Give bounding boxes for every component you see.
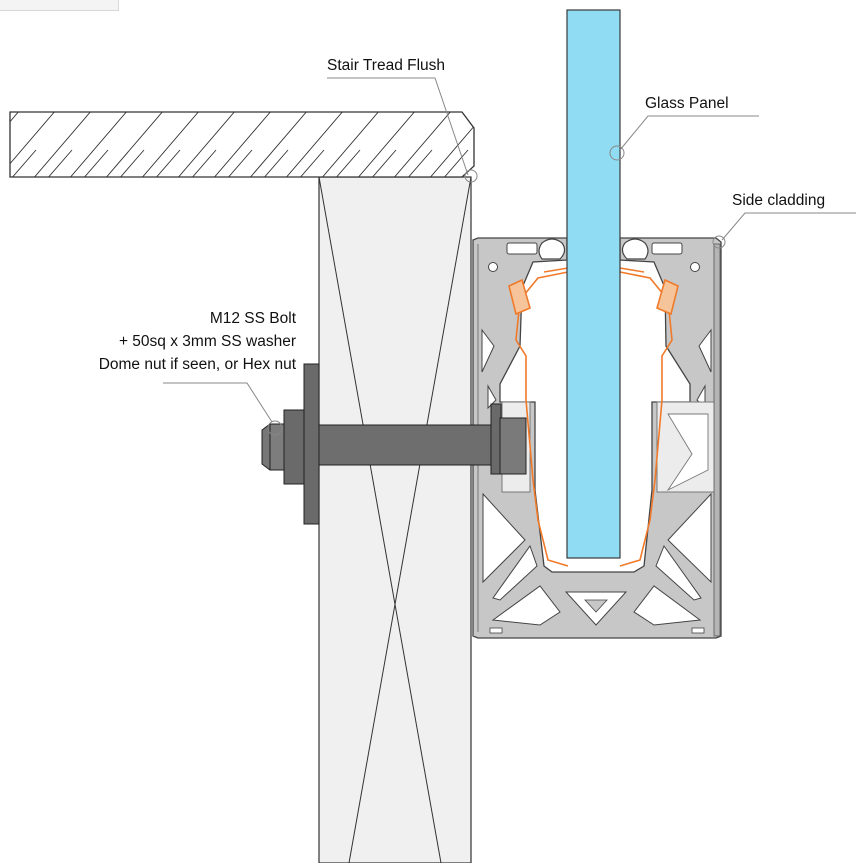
- tread-hatch-line: [319, 112, 381, 177]
- tread-hatch-line: [405, 149, 433, 177]
- side-cladding-label: Side cladding: [732, 192, 825, 209]
- tread-hatch-line: [153, 149, 181, 177]
- tread-hatch-line: [45, 149, 73, 177]
- bolt-label-line3: Dome nut if seen, or Hex nut: [99, 356, 297, 373]
- tread-hatch-line: [10, 149, 37, 177]
- tread-hatch-line: [139, 112, 201, 177]
- leader-lines: [163, 77, 856, 436]
- tread-hatch-line: [189, 149, 217, 177]
- tread-hatch-line: [81, 149, 109, 177]
- tread-hatch-line: [211, 112, 273, 177]
- tread-hatch-line: [67, 112, 129, 177]
- bolt-label-line1: M12 SS Bolt: [210, 310, 297, 327]
- tread-hatch-line: [103, 112, 165, 177]
- bolt-label-line2: + 50sq x 3mm SS washer: [119, 333, 296, 350]
- tread-hatch-line: [247, 112, 309, 177]
- tread-hatch-line: [369, 149, 397, 177]
- tread-hatch-line: [175, 112, 237, 177]
- tread-hatch-line: [261, 149, 289, 177]
- tread-hatch-line: [10, 112, 57, 177]
- gasket-outline: [508, 267, 679, 567]
- glass-panel-label: Glass Panel: [645, 95, 729, 112]
- glass-panel: [566, 9, 621, 559]
- tread-hatch-line: [297, 149, 325, 177]
- tread-hatch-line: [333, 149, 361, 177]
- tread-hatch-line: [31, 112, 93, 177]
- tread-hatch-line: [500, 110, 560, 180]
- tread-hatch-line: [283, 112, 345, 177]
- tread-hatch-line: [391, 112, 453, 177]
- window-corner-tab: [0, 0, 119, 11]
- timber-stringer: [318, 176, 472, 864]
- tread-hatch-line: [355, 112, 417, 177]
- stair-tread-label: Stair Tread Flush: [327, 57, 445, 74]
- stair-tread: [9, 110, 560, 180]
- tread-hatch-line: [117, 149, 145, 177]
- tread-hatch-line: [478, 150, 504, 180]
- tread-hatch-line: [225, 149, 253, 177]
- tread-hatch-line: [441, 149, 469, 177]
- tread-hatch-line: [514, 150, 540, 180]
